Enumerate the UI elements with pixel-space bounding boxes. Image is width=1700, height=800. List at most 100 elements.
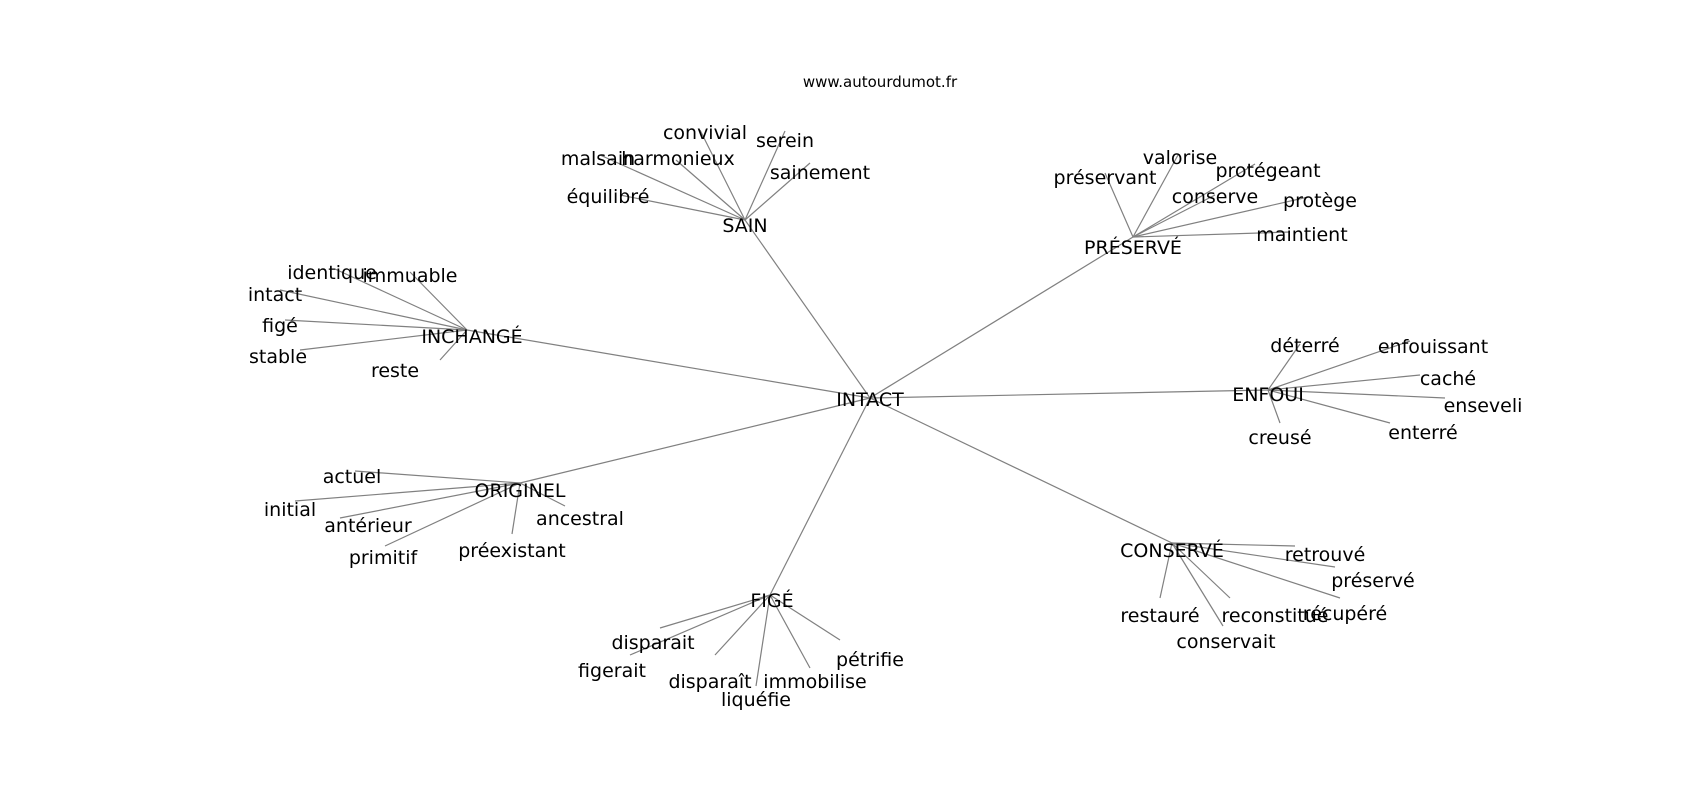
edge-enfoui-creuse <box>1267 389 1281 424</box>
center-node-label: INTACT <box>836 389 904 411</box>
edge-inchange-intact <box>279 289 468 331</box>
hub-label-enfoui: ENFOUI <box>1232 384 1304 406</box>
leaf-label-deterre: déterré <box>1270 335 1339 357</box>
edge-preserve-protege <box>1132 196 1309 238</box>
leaf-label-reconstitue: reconstitué <box>1221 605 1328 627</box>
hub-label-originel: ORIGINEL <box>475 480 566 502</box>
hub-label-conserve: CONSERVÉ <box>1120 539 1224 562</box>
edge-originel-anterieur <box>339 482 521 519</box>
edge-preserve-valorise <box>1132 154 1179 238</box>
edge-conserve-preserve <box>1171 542 1336 568</box>
edge-center-inchange <box>466 329 871 399</box>
edge-originel-actuel <box>354 470 521 484</box>
site-url: www.autourdumot.fr <box>803 73 958 91</box>
leaf-label-liquefie: liquéfie <box>721 689 791 711</box>
edge-sain-equilibre <box>619 194 746 221</box>
leaf-label-intact: intact <box>248 284 302 306</box>
edges <box>279 129 1446 687</box>
leaf-label-stable: stable <box>249 346 307 368</box>
leaf-label-serein: serein <box>756 130 814 152</box>
leaf-label-recupere: récupéré <box>1303 603 1387 625</box>
edge-center-conserve <box>869 397 1173 544</box>
leaf-label-preservant: préservant <box>1054 167 1157 189</box>
leaf-label-preexistant: préexistant <box>458 540 566 562</box>
edge-originel-preexistant <box>511 482 521 535</box>
leaf-label-creuse: creusé <box>1248 427 1311 449</box>
leaf-label-disparait: disparaît <box>668 671 751 693</box>
edge-fige-liquefie <box>755 594 771 687</box>
edge-conserve-restaure <box>1159 542 1173 599</box>
edge-sain-convivial <box>699 129 746 221</box>
leaf-label-restaure: restauré <box>1120 605 1199 627</box>
leaf-label-reste: reste <box>371 360 419 382</box>
leaf-label-figerait: figerait <box>578 660 646 682</box>
leaf-label-enfouissant: enfouissant <box>1378 336 1488 358</box>
edge-conserve-conservait <box>1171 542 1224 627</box>
edge-inchange-stable <box>299 329 468 351</box>
edge-inchange-identique <box>334 268 468 331</box>
edge-preserve-protegeant <box>1132 163 1256 238</box>
edge-enfoui-enterre <box>1267 389 1391 424</box>
edge-inchange-immuable <box>409 271 468 331</box>
leaf-label-initial: initial <box>264 499 316 521</box>
edge-conserve-reconstitue <box>1171 542 1231 599</box>
edge-originel-ancestral <box>519 482 566 507</box>
leaf-label-immobilise: immobilise <box>763 671 866 693</box>
edge-center-sain <box>744 219 871 399</box>
labels: www.autourdumot.fr INTACT convivial serein… <box>248 73 1523 711</box>
hub-label-inchange: INCHANGÉ <box>421 325 522 348</box>
edge-enfoui-enseveli <box>1267 389 1446 399</box>
leaf-label-disparait: disparait <box>611 632 694 654</box>
edge-preserve-preservant <box>1104 172 1134 238</box>
leaf-label-maintient: maintient <box>1256 224 1347 246</box>
edge-preserve-conserve <box>1132 194 1216 238</box>
leaf-label-preserve: préservé <box>1331 570 1414 592</box>
leaf-label-petrifie: pétrifie <box>836 649 904 671</box>
edge-originel-primitif <box>384 482 521 547</box>
leaf-label-retrouve: retrouvé <box>1285 544 1366 566</box>
leaf-label-immuable: immuable <box>362 265 457 287</box>
leaf-label-actuel: actuel <box>323 466 382 488</box>
leaf-label-protegeant: protégeant <box>1215 160 1320 182</box>
edge-fige-figerait <box>629 594 771 656</box>
edge-center-preserve <box>869 236 1134 399</box>
leaf-label-sainement: sainement <box>770 162 870 184</box>
edge-sain-malsain <box>599 154 746 221</box>
leaf-label-identique: identique <box>287 262 377 284</box>
leaf-label-conserve: conserve <box>1172 186 1258 208</box>
hub-label-fige: FIGÉ <box>750 589 793 612</box>
edge-inchange-reste <box>439 329 468 361</box>
leaf-label-convivial: convivial <box>663 122 747 144</box>
leaf-label-ancestral: ancestral <box>536 508 624 530</box>
edge-fige-disparait <box>714 594 771 656</box>
edge-enfoui-deterre <box>1267 343 1301 391</box>
edge-enfoui-cache <box>1267 374 1421 391</box>
leaf-label-conservait: conservait <box>1176 631 1275 653</box>
edge-center-fige <box>769 397 871 596</box>
edge-fige-disparait <box>659 594 771 629</box>
leaf-label-harmonieux: harmonieux <box>621 148 735 170</box>
edge-originel-initial <box>294 482 521 502</box>
edge-sain-serein <box>744 130 786 221</box>
edge-center-enfoui <box>869 389 1269 399</box>
leaf-label-enterre: enterré <box>1388 422 1457 444</box>
edge-inchange-fige <box>284 319 468 331</box>
leaf-label-malsain: malsain <box>561 148 635 170</box>
leaf-label-protege: protège <box>1283 190 1357 212</box>
edge-sain-harmonieux <box>675 159 746 221</box>
edge-conserve-retrouve <box>1171 542 1296 547</box>
leaf-label-valorise: valorise <box>1143 147 1217 169</box>
leaf-label-equilibre: équilibré <box>567 186 650 208</box>
leaf-label-enseveli: enseveli <box>1444 395 1523 417</box>
edge-sain-sainement <box>744 162 811 221</box>
leaf-label-anterieur: antérieur <box>324 515 412 537</box>
hub-label-sain: SAIN <box>722 215 767 237</box>
edge-preserve-maintient <box>1132 231 1291 238</box>
leaf-label-primitif: primitif <box>349 547 419 569</box>
leaf-label-cache: caché <box>1420 368 1476 390</box>
hub-label-preserve: PRÉSERVÉ <box>1084 236 1182 259</box>
edge-fige-petrifie <box>769 594 841 641</box>
edge-fige-immobilise <box>769 594 811 669</box>
edge-enfoui-enfouissant <box>1267 340 1411 391</box>
